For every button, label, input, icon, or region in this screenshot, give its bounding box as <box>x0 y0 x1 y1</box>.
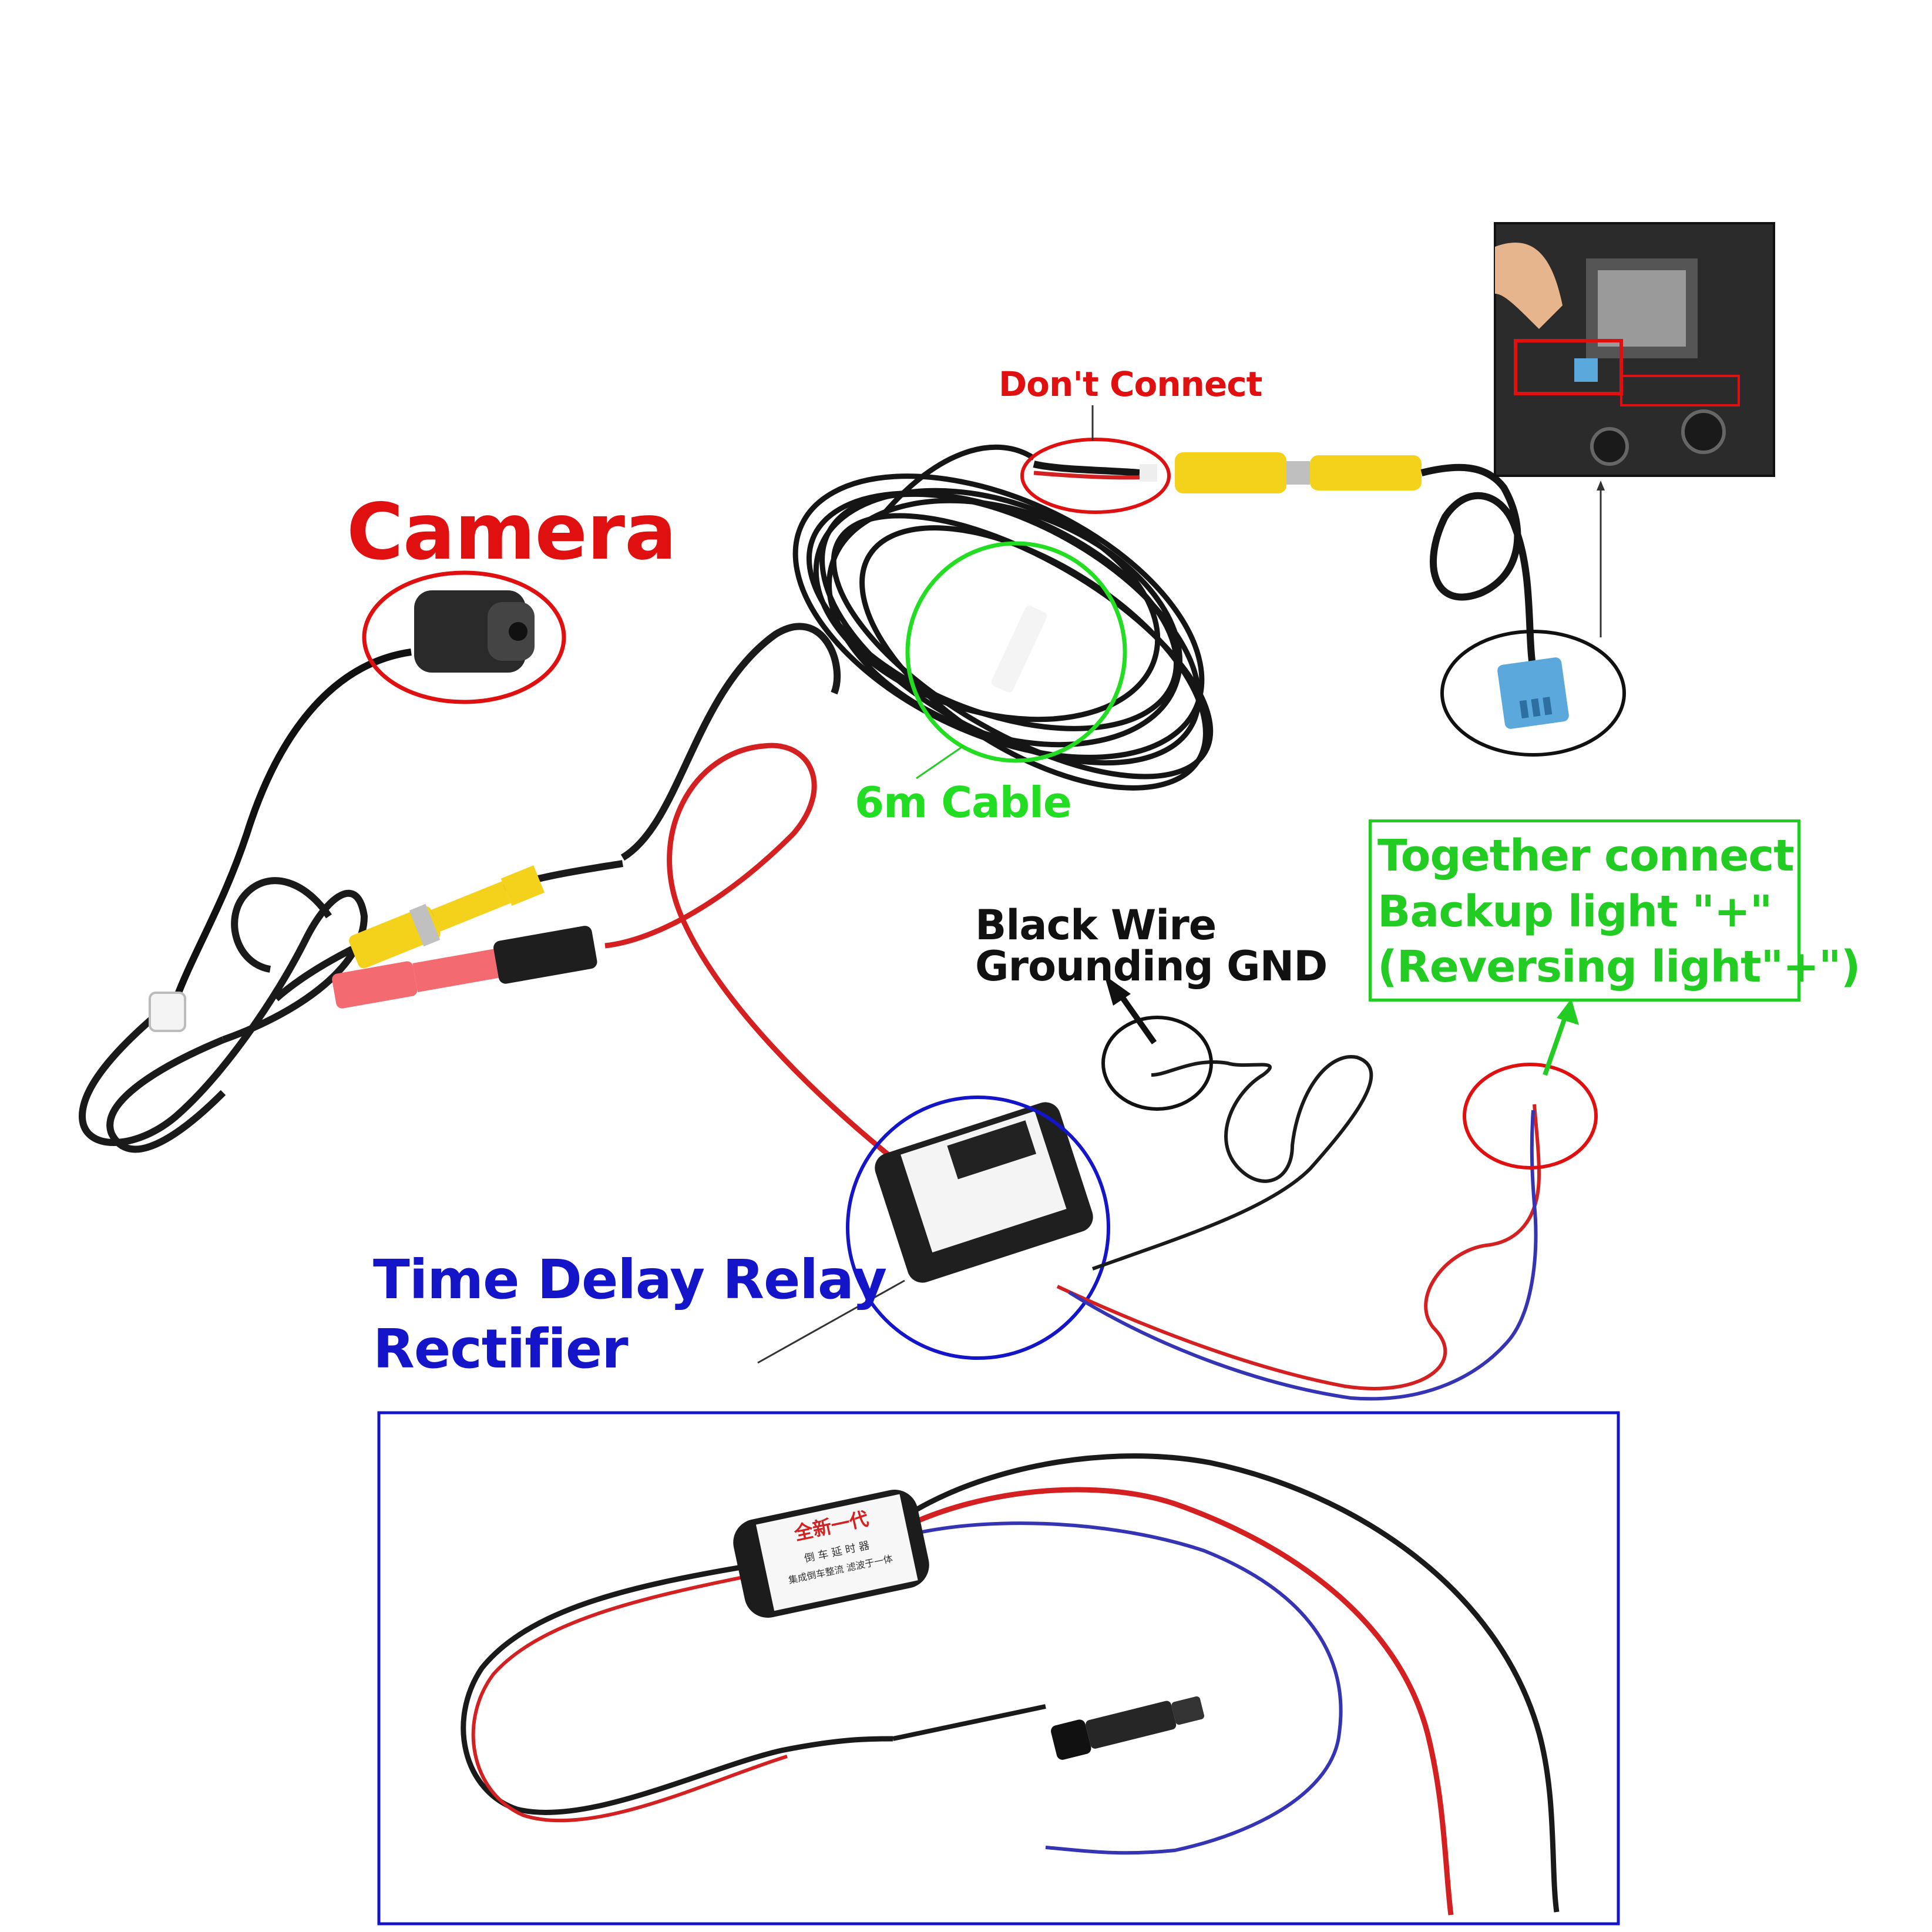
black-wire-pointer-arrow <box>1104 975 1131 1006</box>
relay-pointer-line <box>757 1279 905 1364</box>
relay-closeup-box: 全新一代 倒 车 延 时 器 集成倒车整流 滤波于一体 <box>733 1490 929 1618</box>
connector-highlight-circle <box>1440 630 1626 757</box>
6m-cable-coil <box>792 444 1214 791</box>
dashboard-inset-photo <box>1494 222 1775 477</box>
black-wire-label: Black Wire Grounding GND <box>975 901 1328 990</box>
relay-label-line-1: Time Delay Relay <box>373 1248 887 1311</box>
dont-connect-label: Don't Connect <box>999 364 1262 404</box>
black-wire-pointer-line <box>1116 991 1157 1044</box>
relay-box-icon <box>875 1102 1093 1283</box>
relay-label: Time Delay Relay Rectifier <box>373 1245 887 1384</box>
blue-connector-icon <box>1497 657 1569 729</box>
black-wire-label-line-2: Grounding GND <box>975 942 1328 990</box>
cable-tie <box>991 606 1047 693</box>
camera-label: Camera <box>347 487 677 577</box>
black-wire-label-line-1: Black Wire <box>975 901 1217 949</box>
relay-highlight-circle <box>846 1096 1110 1360</box>
camera-icon <box>173 590 535 1000</box>
camera-highlight-circle <box>362 570 566 704</box>
reversing-light-pointer-arrow <box>1557 999 1579 1025</box>
connector-pointer-arrow <box>1597 481 1605 490</box>
black-wire-highlight-circle <box>1101 1016 1213 1111</box>
camera-main-cable <box>620 623 841 861</box>
cable-pointer-line <box>916 745 964 779</box>
together-connect-line-2: Backup light "+" <box>1377 886 1772 937</box>
relay-label-line-2: Rectifier <box>373 1317 629 1380</box>
together-connect-line-1: Together connect <box>1377 831 1795 881</box>
dc-plug-icon <box>892 1696 1205 1760</box>
cable-length-label: 6m Cable <box>855 778 1072 827</box>
together-connect-line-3: (Reversing light"+") <box>1377 942 1860 993</box>
relay-closeup-wires <box>461 1453 1560 1916</box>
coiled-camera-cable <box>78 877 368 1153</box>
together-connect-box <box>1369 819 1800 1002</box>
reversing-light-pointer-line <box>1543 1015 1568 1076</box>
reversing-light-highlight-circle <box>1463 1063 1598 1170</box>
relay-closeup-frame <box>377 1411 1620 1926</box>
relay-red-wire <box>1056 1104 1541 1390</box>
rca-connector-icon <box>274 860 623 1009</box>
red-power-wire <box>604 742 901 1165</box>
together-connect-label: Together connect Backup light "+" (Rever… <box>1377 828 1860 995</box>
dont-connect-highlight-circle <box>1020 438 1171 514</box>
top-rca-cable <box>1033 452 1537 670</box>
relay-black-wire <box>1091 1055 1373 1271</box>
relay-blue-wire <box>1068 1110 1538 1401</box>
cable-highlight-circle <box>905 541 1127 763</box>
